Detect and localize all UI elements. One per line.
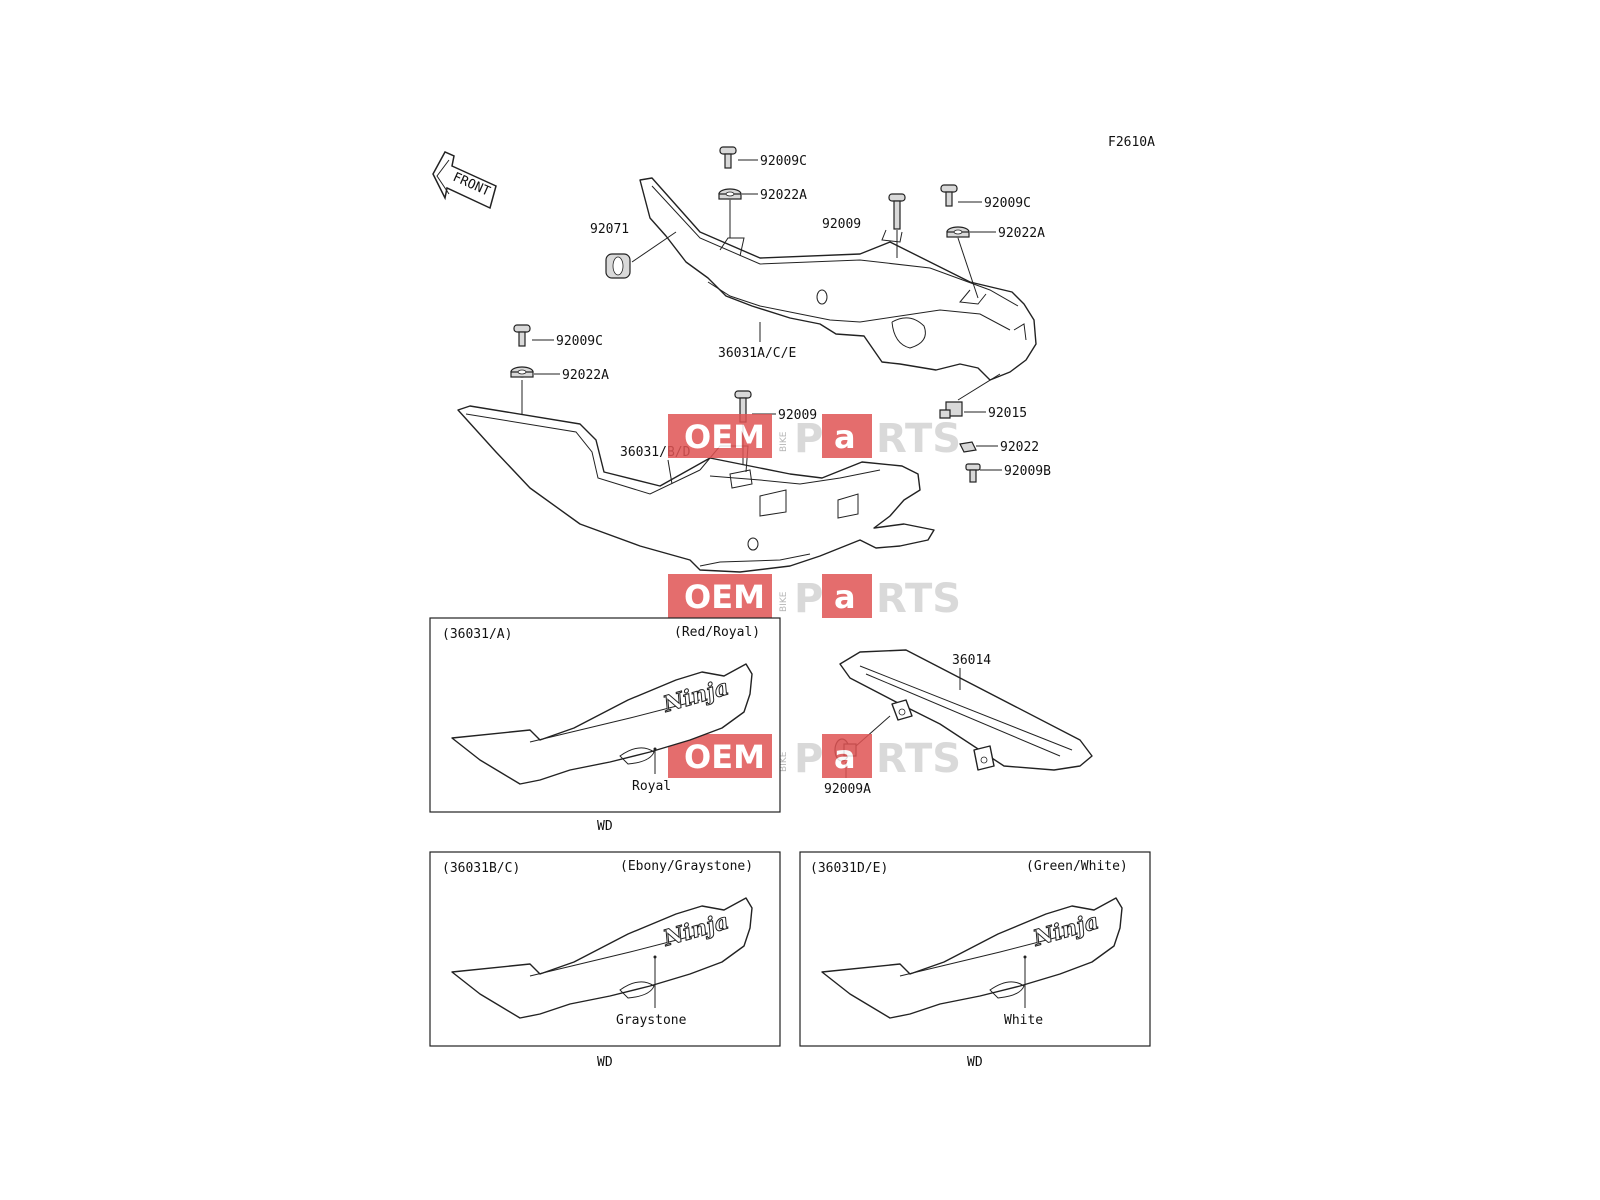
label-92009C-left: 92009C (556, 334, 603, 349)
side-stay-36014 (839, 649, 1093, 771)
label-92022A-left: 92022A (562, 368, 609, 383)
bolt-92009C-left-icon (513, 324, 531, 347)
bolt-92009C-top-icon (719, 146, 737, 169)
label-36031ACE: 36031A/C/E (718, 346, 796, 361)
box-footer-3: WD (967, 1055, 983, 1070)
svg-text:RTS: RTS (876, 416, 961, 462)
label-92009C-right: 92009C (984, 196, 1031, 211)
washer-92022A-top-icon (718, 188, 742, 200)
box-color: (Ebony/Graystone) (620, 859, 753, 874)
svg-text:RTS: RTS (876, 576, 961, 622)
box-footer-2: WD (597, 1055, 613, 1070)
label-92071: 92071 (590, 222, 629, 237)
washer-92022A-right-icon (946, 226, 970, 238)
svg-text:BIKE: BIKE (779, 591, 789, 612)
svg-text:P: P (794, 736, 823, 782)
grommet-92071-icon (605, 253, 631, 279)
box-footer-1: WD (597, 819, 613, 834)
washer-92022-icon (959, 441, 977, 453)
washer-92022A-left-icon (510, 366, 534, 378)
bolt-92009-lower-icon (734, 390, 752, 423)
label-92022A-top: 92022A (760, 188, 807, 203)
svg-text:OEM: OEM (684, 578, 765, 616)
diagram-code: F2610A (1108, 135, 1155, 150)
variant-box-36031A: (36031/A) (Red/Royal) Ninja Royal (429, 617, 781, 813)
screw-92009B-icon (965, 463, 981, 483)
upper-side-cover (639, 177, 1037, 381)
bolt-92009C-right-icon (940, 184, 958, 207)
svg-text:BIKE: BIKE (779, 751, 789, 772)
box-color: (Green/White) (1026, 859, 1128, 874)
box-code: (36031D/E) (810, 861, 888, 876)
front-arrow-icon: FRONT (432, 151, 497, 210)
label-92009A: 92009A (824, 782, 871, 797)
label-92022: 92022 (1000, 440, 1039, 455)
variant-box-36031BC: (36031B/C) (Ebony/Graystone) Ninja Grays… (429, 851, 781, 1047)
box-callout: Royal (632, 779, 671, 794)
label-92022A-right: 92022A (998, 226, 1045, 241)
watermark-2: OEM BIKE P a RTS (668, 574, 961, 622)
box-callout: Graystone (616, 1013, 687, 1028)
svg-text:a: a (834, 738, 856, 776)
watermark-3: OEM BIKE P a RTS (668, 734, 961, 782)
box-code: (36031/A) (442, 627, 512, 642)
svg-text:P: P (794, 576, 823, 622)
variant-box-36031DE: (36031D/E) (Green/White) Ninja White (799, 851, 1151, 1047)
svg-text:a: a (834, 578, 856, 616)
svg-text:BIKE: BIKE (779, 431, 789, 452)
svg-text:OEM: OEM (684, 738, 765, 776)
clip-92015-icon (939, 401, 963, 419)
box-callout: White (1004, 1013, 1043, 1028)
svg-text:RTS: RTS (876, 736, 961, 782)
label-92009-lower: 92009 (778, 408, 817, 423)
lower-side-cover (457, 405, 935, 573)
label-92009C-top: 92009C (760, 154, 807, 169)
label-92015: 92015 (988, 406, 1027, 421)
box-code: (36031B/C) (442, 861, 520, 876)
watermark-1: OEM BIKE P a RTS (668, 414, 961, 462)
box-color: (Red/Royal) (674, 625, 760, 640)
svg-text:a: a (834, 418, 856, 456)
svg-text:OEM: OEM (684, 418, 765, 456)
label-92009-mid: 92009 (822, 217, 861, 232)
label-92009B: 92009B (1004, 464, 1051, 479)
svg-text:P: P (794, 416, 823, 462)
bolt-92009-mid-icon (888, 193, 906, 230)
label-36014: 36014 (952, 653, 991, 668)
